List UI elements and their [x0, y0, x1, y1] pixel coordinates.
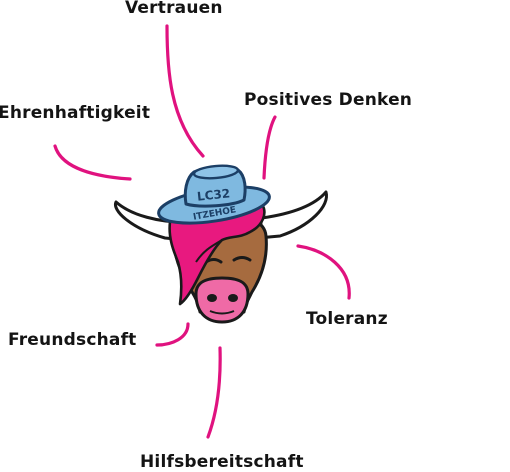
label-vertrauen: Vertrauen: [125, 0, 223, 18]
label-freundschaft: Freundschaft: [8, 330, 137, 350]
highland-cow-logo: LC32 ITZEHOE: [113, 164, 328, 324]
hat-text-line1: LC32: [196, 186, 230, 203]
hat-top: [192, 164, 240, 180]
connector-upper-right: [262, 115, 277, 180]
label-positives-denken: Positives Denken: [244, 90, 413, 110]
right-horn: [256, 190, 328, 240]
connector-top: [165, 24, 205, 158]
connector-right: [296, 244, 351, 300]
connector-upper-left: [53, 144, 132, 181]
connector-left: [155, 322, 190, 347]
cow-mouth: [209, 310, 235, 315]
label-hilfsbereitschaft: Hilfsbereitschaft: [140, 452, 304, 472]
right-eye: [232, 256, 252, 262]
left-nostril: [207, 294, 217, 302]
fringe-strand: [195, 239, 223, 263]
label-toleranz: Toleranz: [306, 309, 388, 329]
cow-nose: [194, 276, 250, 324]
connector-bottom: [206, 346, 222, 439]
right-nostril: [228, 294, 238, 302]
label-ehrenhaftigkeit: Ehrenhaftigkeit: [0, 103, 151, 123]
